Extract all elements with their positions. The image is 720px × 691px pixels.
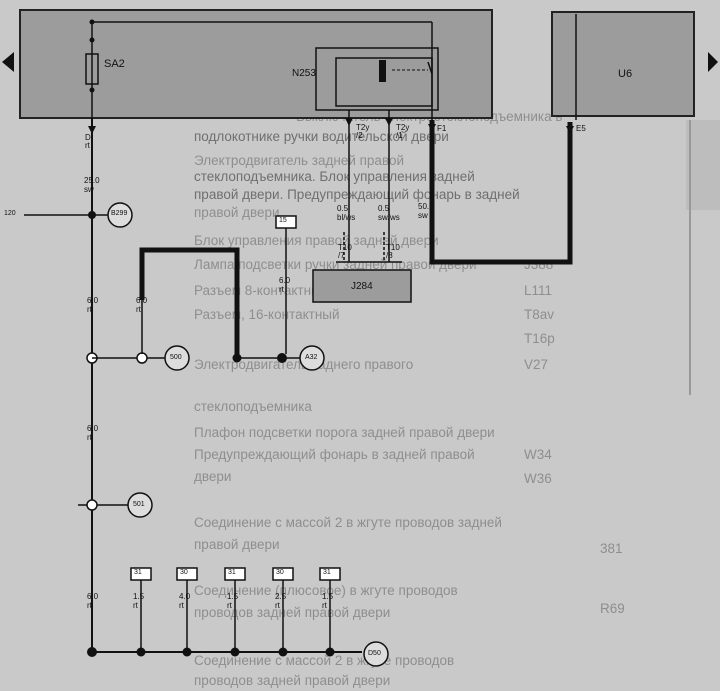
wire-label: 6.0 rt <box>136 296 148 314</box>
bottom-fuse-spec: 1.5 rt <box>322 592 334 610</box>
reverse-line: Предупреждающий фонарь в задней правой <box>194 447 475 462</box>
wire-label: F1 <box>437 124 447 133</box>
wire-label: D rt <box>85 133 91 150</box>
reverse-code: 381 <box>600 541 623 556</box>
reverse-line: двери <box>194 469 232 484</box>
reverse-line: правой двери. Предупреждающий фонарь в з… <box>194 187 520 202</box>
bottom-drop-wires <box>130 567 341 652</box>
reverse-code: W34 <box>524 447 552 462</box>
node-label: 501 <box>133 501 145 508</box>
node-label: 120 <box>4 210 16 217</box>
wire-label: 15 <box>279 217 287 224</box>
wire-label: 6.0 rt <box>279 276 291 294</box>
label-n253: N253 <box>292 68 316 79</box>
node-label: D50 <box>368 650 381 657</box>
label-u6: U6 <box>618 68 633 80</box>
label-sa2: SA2 <box>104 58 125 70</box>
reverse-code: L111 <box>524 283 553 298</box>
reverse-code: T16p <box>524 331 555 346</box>
reverse-line: Разъем 8-контактный <box>194 283 329 298</box>
relay-coil <box>379 60 386 82</box>
reverse-line: правой двери <box>194 537 280 552</box>
reverse-code: T8av <box>524 307 555 322</box>
motor-n253-box <box>315 47 439 111</box>
page-tab <box>686 120 720 210</box>
reverse-line: Разъем, 16-контактный <box>194 307 340 322</box>
bottom-fuse-spec: 2.5 rt <box>275 592 287 610</box>
wire-label: 6.0 rt <box>87 424 99 442</box>
bottom-fuse-label: 30 <box>276 569 284 576</box>
reverse-line: Лампа подсветки ручки задней правой двер… <box>194 257 477 272</box>
wire-label: 50.0 sw <box>418 202 434 220</box>
bottom-fuse-label: 31 <box>323 569 331 576</box>
wire-label: 6.0 rt <box>87 592 99 610</box>
wire-label: T10 /7 <box>338 243 352 260</box>
reverse-line: стеклоподъемника <box>194 399 312 414</box>
bottom-fuse-spec: 4.0 rt <box>179 592 191 610</box>
wire-label: T10 /8 <box>386 243 400 260</box>
node-d50 <box>363 641 389 667</box>
thick-loop-wire <box>139 247 240 358</box>
wire-label: T2y /2 <box>356 123 370 140</box>
bottom-fuse-label: 31 <box>134 569 142 576</box>
bottom-fuse-spec: 1.5 rt <box>133 592 145 610</box>
wire-label: 6.0 rt <box>87 296 99 314</box>
node-label: 500 <box>170 354 182 361</box>
reverse-line: Соединение с массой 2 в жгуте проводов <box>194 653 455 668</box>
reverse-code: W36 <box>524 471 552 486</box>
reverse-line: Соединение (плюсовое) в жгуте проводов <box>194 583 458 598</box>
reverse-code: V27 <box>524 357 549 372</box>
wire-label: T2y /1 <box>396 123 410 140</box>
node-label: B299 <box>111 210 128 217</box>
node-label: A32 <box>305 354 318 361</box>
wire-label: E5 <box>576 124 586 133</box>
reverse-line: Соединение с массой 2 в жгуте проводов з… <box>194 515 502 530</box>
reverse-line: подлокотнике ручки водительской двери <box>194 129 449 144</box>
wire-label: 0.5 bl/ws <box>337 204 356 222</box>
control-panel-right <box>551 11 695 117</box>
label-j284: J284 <box>351 281 373 292</box>
wire-label: 25.0 sw <box>84 176 100 194</box>
reverse-code: R69 <box>600 601 625 616</box>
reverse-line: Электродвигатель задней правой <box>194 153 405 168</box>
reverse-line: проводов задней правой двери <box>194 605 391 620</box>
reverse-line: Плафон подсветки порога задней правой дв… <box>194 425 495 440</box>
thick-f1-wire <box>429 120 573 265</box>
bottom-fuse-spec: 1.5 rt <box>227 592 239 610</box>
control-panel-left <box>19 9 493 119</box>
reverse-line: стеклоподъемника. Блок управления задней <box>194 169 475 184</box>
right-arrow-icon <box>708 52 718 72</box>
bottom-fuse-label: 30 <box>180 569 188 576</box>
connector-j284 <box>312 269 412 303</box>
reverse-line: проводов задней правой двери <box>194 673 391 688</box>
reverse-line: Блок управления правой задней двери <box>194 233 439 248</box>
wire-label: 0.5 sw/ws <box>378 204 400 222</box>
bottom-fuse-label: 31 <box>228 569 236 576</box>
reverse-line: правой двери <box>194 205 280 220</box>
left-arrow-icon <box>2 52 14 72</box>
